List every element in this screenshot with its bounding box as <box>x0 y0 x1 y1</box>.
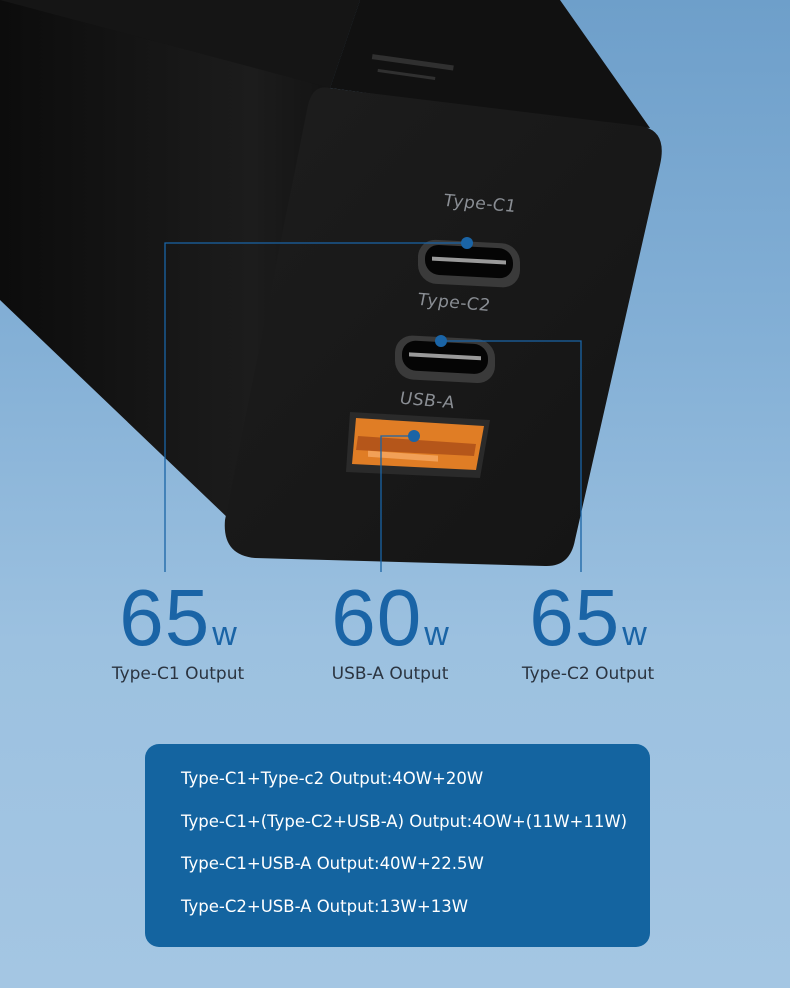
combo-line: Type-C2+USB-A Output:13W+13W <box>181 896 469 916</box>
stat-type-c1: 65w Type-C1 Output <box>68 578 288 685</box>
type-c1-port <box>418 239 520 288</box>
stat-usb-a-caption: USB-A Output <box>331 664 449 684</box>
stat-type-c1-caption: Type-C1 Output <box>111 664 245 684</box>
usb-a-port <box>346 412 490 478</box>
stat-type-c2-caption: Type-C2 Output <box>521 664 655 684</box>
stat-type-c2: 65w Type-C2 Output <box>478 578 698 685</box>
callout-dots <box>408 237 473 442</box>
stat-type-c2-watts: 65 <box>529 573 621 662</box>
combo-line: Type-C1+Type-c2 Output:4OW+20W <box>181 769 484 788</box>
stat-type-c2-unit: w <box>622 615 647 653</box>
charger-top <box>330 0 650 128</box>
callout-lines <box>164 242 582 572</box>
combo-line: Type-C1+USB-A Output:40W+22.5W <box>181 854 484 873</box>
stat-usb-a-watts: 60 <box>331 573 423 662</box>
charger-face <box>224 87 662 567</box>
charger-side <box>0 0 360 520</box>
stat-usb-a-unit: w <box>424 615 449 653</box>
stat-type-c1-watts: 65 <box>119 573 211 662</box>
stat-type-c1-unit: w <box>212 615 237 653</box>
type-c2-port <box>395 335 495 384</box>
stat-usb-a: 60w USB-A Output <box>280 578 500 685</box>
combo-line: Type-C1+(Type-C2+USB-A) Output:4OW+(11W+… <box>181 811 628 831</box>
combo-output-box: Type-C1+Type-c2 Output:4OW+20W Type-C1+(… <box>145 744 650 947</box>
